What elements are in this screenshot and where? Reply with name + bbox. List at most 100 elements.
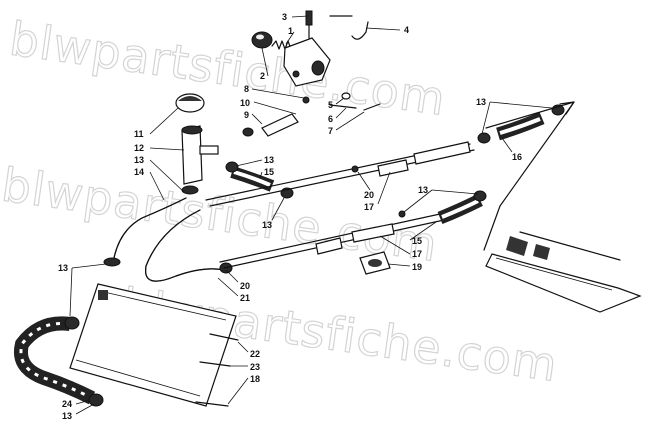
callout-16: 16 [512, 152, 522, 162]
callout-13a: 13 [134, 155, 144, 165]
radiator-bolt-22 [209, 333, 239, 341]
leader-line-14 [149, 171, 165, 201]
reference-arrow-line [483, 101, 575, 251]
callout-23: 23 [250, 362, 260, 372]
leader-line-20 [501, 137, 513, 153]
lower-tube-line-a [219, 213, 441, 263]
callout-5: 5 [328, 100, 333, 110]
radiator-cap-top [178, 96, 202, 101]
hose-16-highlight [499, 117, 541, 135]
coupler-lower-right [351, 223, 395, 243]
heat-exchanger [485, 231, 642, 313]
callout-15b: 15 [412, 236, 422, 246]
washer [302, 96, 310, 104]
radiator [69, 283, 239, 407]
callout-17a: 17 [364, 202, 374, 212]
callout-12: 12 [134, 143, 144, 153]
clamp-15-lower [473, 190, 487, 202]
callout-19: 19 [412, 262, 422, 272]
lower-radiator-hose [14, 316, 104, 407]
leader-line-25 [409, 221, 437, 241]
short-hose-upper [225, 161, 294, 199]
clamp-small-1 [351, 165, 359, 173]
callout-4: 4 [404, 25, 409, 35]
leader-line-18 [489, 101, 553, 109]
heat-exchanger-edge [495, 257, 613, 291]
right-hoses [437, 104, 565, 225]
thermostat-cap-highlight [256, 34, 264, 40]
leader-line-29 [69, 267, 73, 317]
callout-3: 3 [282, 12, 287, 22]
gasket-plate [359, 251, 391, 275]
leader-line-32 [237, 341, 249, 353]
heat-exchanger-top-edge [519, 231, 621, 261]
housing-bolt-hole [292, 70, 300, 78]
clamp-24-bottom [88, 393, 104, 407]
leader-line-35 [75, 399, 91, 405]
mounting-screw [363, 103, 381, 111]
callout-11: 11 [134, 129, 144, 139]
leader-line-23 [431, 189, 479, 195]
callout-17b: 17 [412, 249, 422, 259]
leader-line-24 [403, 189, 433, 213]
leader-line-11 [149, 107, 179, 135]
leader-line-31 [217, 277, 239, 297]
clamp-small-2 [398, 210, 406, 218]
callout-8: 8 [244, 84, 249, 94]
clamp-upper-1 [225, 161, 239, 173]
thermostat-cap [251, 31, 273, 49]
leader-line-1 [291, 15, 309, 18]
leader-line-10 [335, 111, 365, 131]
callout-6: 6 [328, 114, 333, 124]
hose-24 [14, 316, 96, 405]
filler-neck [181, 125, 203, 185]
callout-13d: 13 [476, 97, 486, 107]
coupler-upper-left [377, 159, 409, 177]
callout-7: 7 [328, 126, 333, 136]
leader-line-36 [75, 403, 95, 415]
callout-13g: 13 [62, 411, 72, 421]
radiator-inlet [98, 290, 108, 300]
leader-line-4 [261, 47, 269, 77]
callout-10: 10 [240, 98, 250, 108]
coupler-upper-right [413, 141, 471, 165]
leader-line-28 [71, 263, 107, 269]
gasket-19-hole [368, 259, 382, 267]
callout-labels: 3 1 4 2 8 10 9 5 6 7 11 12 13 14 13 15 1… [58, 12, 522, 421]
filler-neck-outlet [199, 145, 219, 155]
radiator-core [69, 283, 237, 407]
leader-line-8 [335, 97, 345, 105]
callout-20b: 20 [240, 281, 250, 291]
bypass-clamp [242, 127, 254, 137]
callout-20a: 20 [364, 190, 374, 200]
radiator-bolt-18 [195, 401, 229, 407]
thermostat-housing-assembly [242, 10, 381, 137]
leader-line-7 [251, 113, 263, 125]
filler-neck-clamp-top [181, 125, 203, 135]
callout-14: 14 [134, 167, 144, 177]
leader-line-22 [377, 171, 391, 205]
callout-22: 22 [250, 349, 260, 359]
callout-13f: 13 [58, 263, 68, 273]
leader-line-16 [259, 171, 263, 179]
short-hose-15-upper-highlight [233, 170, 271, 187]
leader-line-9 [335, 107, 347, 119]
callout-9: 9 [244, 110, 249, 120]
callout-13b: 13 [264, 155, 274, 165]
callout-2: 2 [260, 71, 265, 81]
coolant-tubes [205, 141, 475, 269]
hose-clamp-screw [329, 104, 357, 109]
coolant-hose-main-inner [144, 209, 225, 282]
radiator-fin-line-2 [75, 359, 201, 397]
bleed-fitting [305, 10, 313, 26]
callout-1: 1 [288, 26, 293, 36]
housing-outlet [311, 60, 325, 76]
leader-line-27 [387, 263, 411, 267]
hose-15-lower-highlight [441, 199, 479, 219]
leader-line-19 [481, 101, 491, 135]
heat-exchanger-body [485, 253, 642, 313]
bypass-tube [261, 113, 299, 137]
callout-21: 21 [240, 293, 250, 303]
